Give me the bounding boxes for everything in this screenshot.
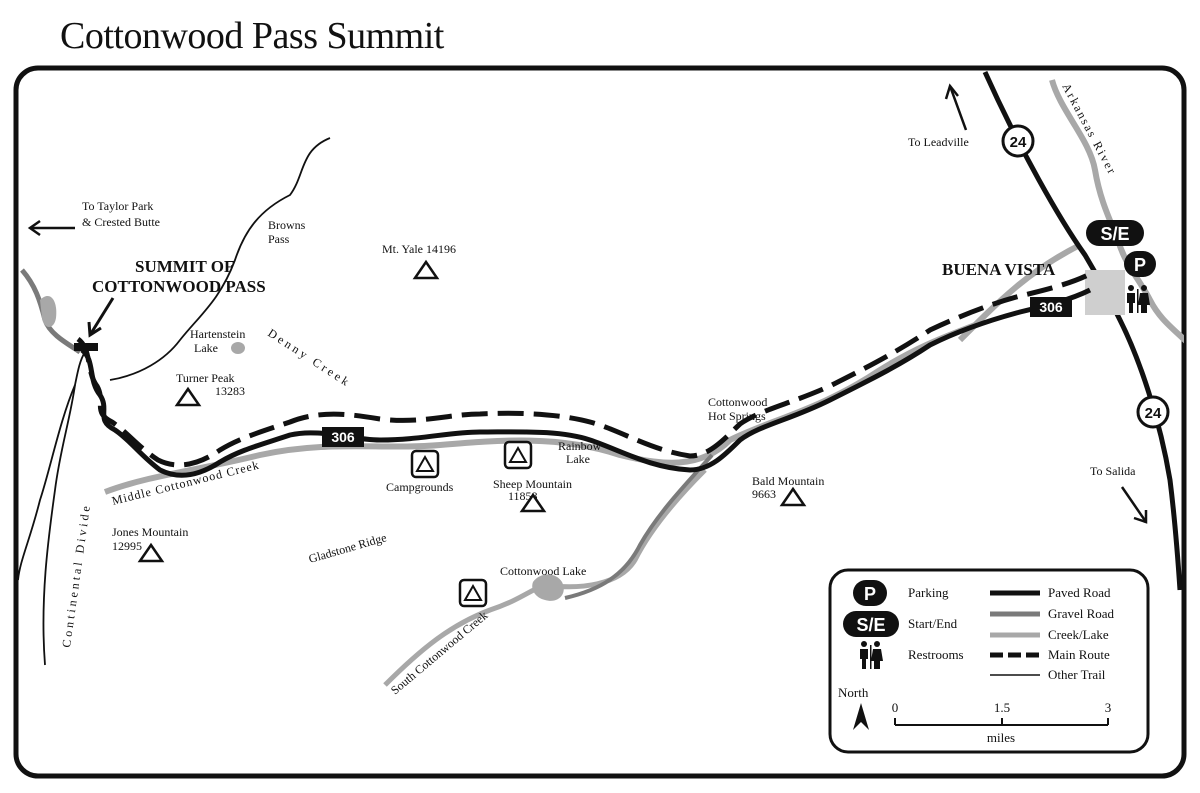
route-306-label-east: 306 — [1039, 299, 1063, 315]
mountain-icon-jones-mountain — [137, 542, 165, 563]
svg-text:S/E: S/E — [856, 615, 885, 635]
label-jones-elev: 12995 — [112, 539, 142, 553]
scale-max: 3 — [1105, 700, 1112, 715]
scale-bar — [894, 718, 1109, 726]
label-to-leadville: To Leadville — [908, 135, 969, 149]
legend-north-label: North — [838, 685, 869, 700]
restroom-icon — [1127, 285, 1150, 313]
label-cottonwood: Cottonwood — [708, 395, 767, 409]
label-hot-springs: Hot Springs — [708, 409, 766, 423]
label-jones-mountain: Jones Mountain — [112, 525, 188, 539]
label-summit-2: COTTONWOOD PASS — [92, 277, 266, 296]
highway-24 — [982, 70, 1183, 591]
middle-cottonwood-creek — [103, 322, 977, 495]
route-306-shield-east: 306 — [1030, 297, 1072, 317]
legend: P Parking S/E Start/End Restrooms Paved … — [828, 568, 1150, 754]
label-pass: Pass — [268, 232, 290, 246]
summit-arrow-icon — [87, 297, 115, 338]
label-bald-elev: 9663 — [752, 487, 776, 501]
legend-other-trail: Other Trail — [1048, 667, 1106, 682]
label-hartenstein: Hartenstein — [190, 327, 245, 341]
mountain-icon-sheep-mountain — [519, 492, 547, 513]
road-306 — [80, 287, 1092, 478]
label-campgrounds: Campgrounds — [386, 480, 454, 494]
svg-text:P: P — [864, 584, 876, 604]
arrow-north-icon — [944, 83, 968, 131]
campground-icon-3 — [458, 578, 488, 608]
label-browns: Browns — [268, 218, 306, 232]
legend-restroom-icon — [860, 641, 883, 669]
svg-text:P: P — [1134, 255, 1146, 275]
continental-divide-line — [42, 351, 86, 666]
browns-pass-trail — [109, 137, 331, 381]
label-summit-1: SUMMIT OF — [135, 257, 234, 276]
legend-restrooms-label: Restrooms — [908, 647, 964, 662]
label-turner-elev: 13283 — [215, 384, 245, 398]
label-crested-butte: & Crested Butte — [82, 215, 160, 229]
label-mt-yale: Mt. Yale 14196 — [382, 242, 456, 256]
campground-icon-2 — [503, 440, 533, 470]
label-turner-peak: Turner Peak — [176, 371, 235, 385]
mountain-icon-mt-yale — [412, 259, 440, 280]
scale-unit: miles — [987, 730, 1015, 745]
scale-mid: 1.5 — [994, 700, 1010, 715]
main-route — [76, 271, 1092, 468]
arrow-south-icon — [1120, 486, 1148, 524]
label-to-salida: To Salida — [1090, 464, 1136, 478]
divide-line-2 — [17, 384, 76, 581]
scale-0: 0 — [892, 700, 899, 715]
legend-parking-label: Parking — [908, 585, 949, 600]
summit-marker — [74, 343, 98, 351]
legend-parking-icon: P — [853, 580, 887, 606]
parking-marker: P — [1124, 251, 1156, 277]
cottonwood-lake — [532, 574, 564, 601]
west-lake — [40, 296, 57, 327]
label-to-taylor-park: To Taylor Park — [82, 199, 153, 213]
legend-creek-lake: Creek/Lake — [1048, 627, 1109, 642]
arrow-west-icon — [27, 219, 75, 237]
label-cottonwood-lake: Cottonwood Lake — [500, 564, 586, 578]
route-24-shield-north: 24 — [1001, 124, 1035, 158]
start-end-marker: S/E — [1086, 220, 1144, 246]
north-arrow-icon — [853, 703, 869, 730]
label-rainbow: Rainbow — [558, 439, 602, 453]
label-rainbow-lake: Lake — [566, 452, 590, 466]
buena-vista-area — [1085, 270, 1125, 315]
label-sheep-mountain: Sheep Mountain — [493, 477, 572, 491]
svg-text:S/E: S/E — [1100, 224, 1129, 244]
legend-start-end-label: Start/End — [908, 616, 958, 631]
map-title: Cottonwood Pass Summit — [60, 15, 444, 57]
legend-paved-road: Paved Road — [1048, 585, 1111, 600]
legend-start-end-icon: S/E — [843, 611, 899, 637]
legend-gravel-road: Gravel Road — [1048, 606, 1115, 621]
legend-main-route: Main Route — [1048, 647, 1110, 662]
gravel-road-cottonwood-lake — [564, 453, 714, 600]
route-306-shield-west: 306 — [322, 427, 364, 447]
route-24-label-south: 24 — [1145, 405, 1162, 422]
mountain-icon-turner-peak — [174, 386, 202, 407]
mountain-icon-bald-mountain — [779, 486, 807, 507]
label-hartenstein-lake: Lake — [194, 341, 218, 355]
label-bald-mountain: Bald Mountain — [752, 474, 824, 488]
campground-icon-1 — [410, 449, 440, 479]
label-buena-vista: BUENA VISTA — [942, 260, 1056, 279]
hartenstein-lake — [231, 342, 245, 354]
route-306-label-west: 306 — [331, 429, 355, 445]
route-24-shield-south: 24 — [1136, 395, 1170, 429]
route-24-label-north: 24 — [1010, 134, 1027, 151]
